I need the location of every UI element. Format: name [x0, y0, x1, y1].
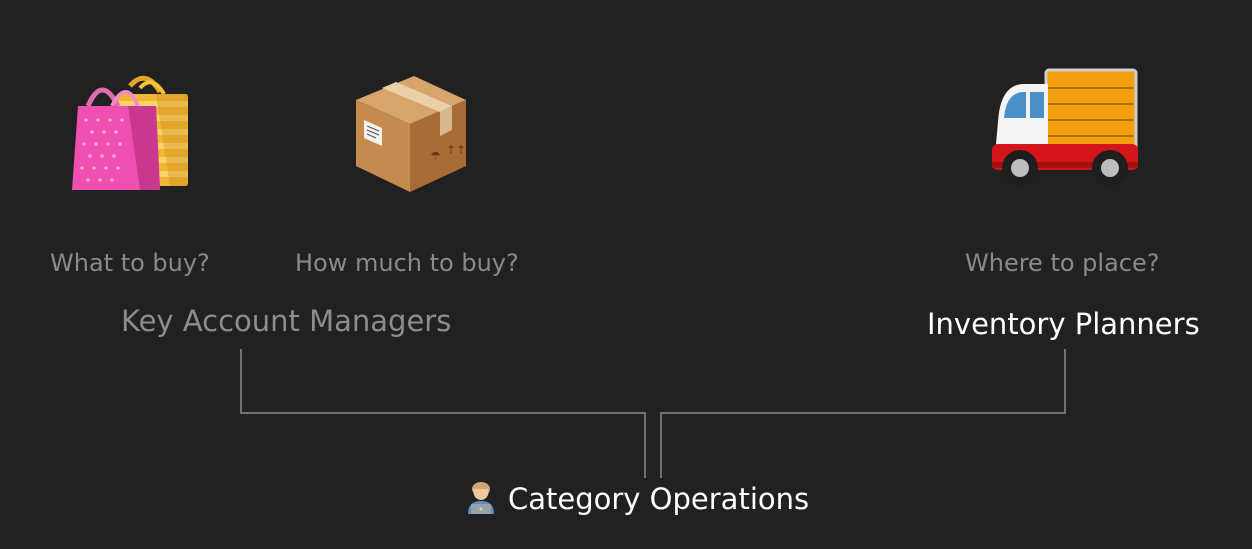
connector-planners [660, 349, 1066, 478]
connector-kam [240, 349, 646, 478]
question-where-to-place: Where to place? [965, 249, 1160, 277]
group-inventory-planners: Inventory Planners [927, 307, 1200, 341]
question-what-to-buy: What to buy? [50, 249, 210, 277]
group-key-account-managers: Key Account Managers [121, 304, 452, 338]
delivery-truck-icon [990, 66, 1140, 190]
package-icon: ☂ ↑↑ [352, 72, 470, 196]
svg-text:↑↑: ↑↑ [446, 143, 466, 157]
shopping-bags-icon [68, 70, 194, 196]
technologist-icon [466, 480, 496, 518]
root-label-text: Category Operations [508, 482, 810, 516]
root-category-operations: Category Operations [466, 478, 809, 520]
question-how-much-to-buy: How much to buy? [295, 249, 519, 277]
svg-text:☂: ☂ [430, 149, 441, 163]
